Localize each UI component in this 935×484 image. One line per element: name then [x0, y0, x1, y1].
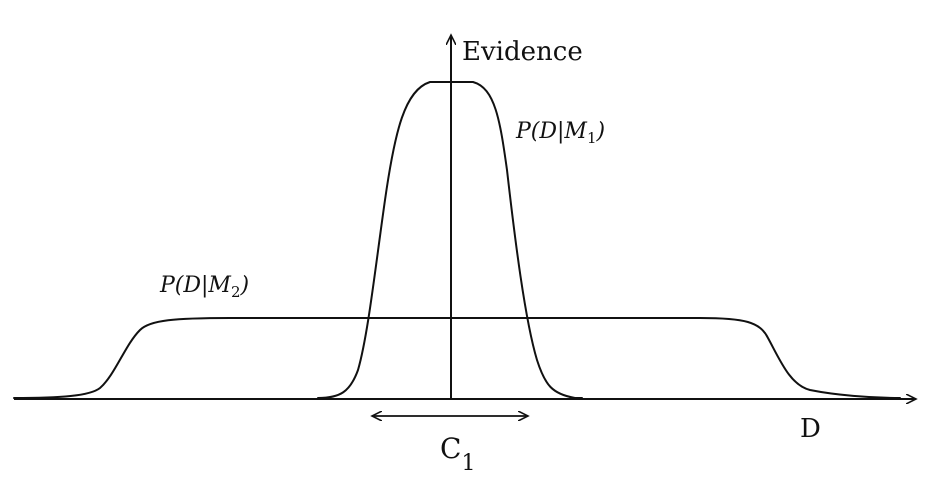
curve-wide-label-prefix: P(D|M [159, 273, 231, 298]
curve-wide-m2 [13, 317, 901, 399]
curve-wide-label-sub: 2 [231, 283, 241, 301]
curve-wide-label-suffix: ) [240, 273, 250, 298]
y-axis-label: Evidence [462, 37, 583, 67]
range-label-c1: C1 [440, 432, 475, 476]
range-label-main: C [440, 432, 461, 465]
curve-narrow-label-suffix: ) [596, 119, 606, 144]
curve-wide-label: P(D|M2) [159, 273, 249, 301]
curve-narrow-label-sub: 1 [587, 129, 597, 147]
x-axis-label: D [800, 414, 821, 444]
curve-narrow-m1 [317, 81, 583, 399]
curve-narrow-label-prefix: P(D|M [515, 119, 587, 144]
curve-narrow-label: P(D|M1) [515, 119, 605, 147]
range-label-sub: 1 [461, 451, 475, 476]
